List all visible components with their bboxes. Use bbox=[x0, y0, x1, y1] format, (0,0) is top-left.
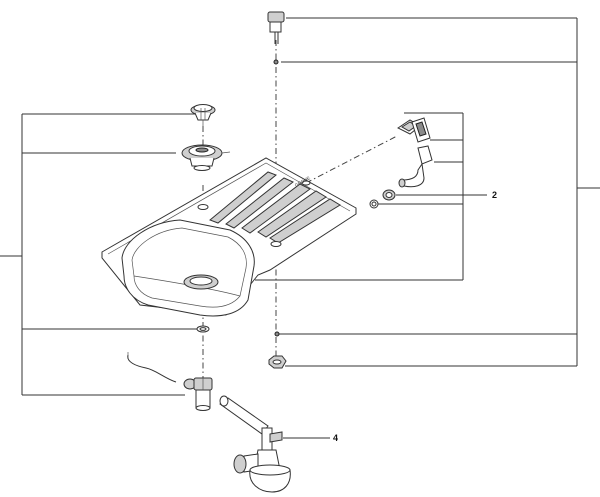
overflow-leader-lines bbox=[255, 112, 487, 281]
siphon-trap-part bbox=[219, 395, 291, 493]
drain-flange-part bbox=[181, 144, 231, 171]
waste-body-part bbox=[183, 377, 213, 411]
overflow-washer-part bbox=[369, 199, 379, 209]
callout-4: 4 bbox=[333, 433, 339, 443]
pop-up-cable-part bbox=[127, 352, 177, 383]
overflow-connector-part bbox=[398, 145, 433, 188]
tap-washer-part bbox=[274, 331, 280, 337]
strainer-basket-part bbox=[190, 104, 216, 126]
overflow-gasket-part bbox=[411, 117, 431, 143]
tap-nut-part bbox=[268, 355, 287, 369]
right-leader-lines bbox=[278, 17, 600, 367]
sink-body bbox=[101, 157, 357, 317]
pop-up-knob-part bbox=[267, 11, 285, 65]
overflow-nut-part bbox=[382, 189, 396, 201]
drain-washer-part bbox=[196, 325, 210, 333]
left-leader-lines bbox=[0, 113, 198, 396]
callout-2: 2 bbox=[492, 190, 498, 200]
